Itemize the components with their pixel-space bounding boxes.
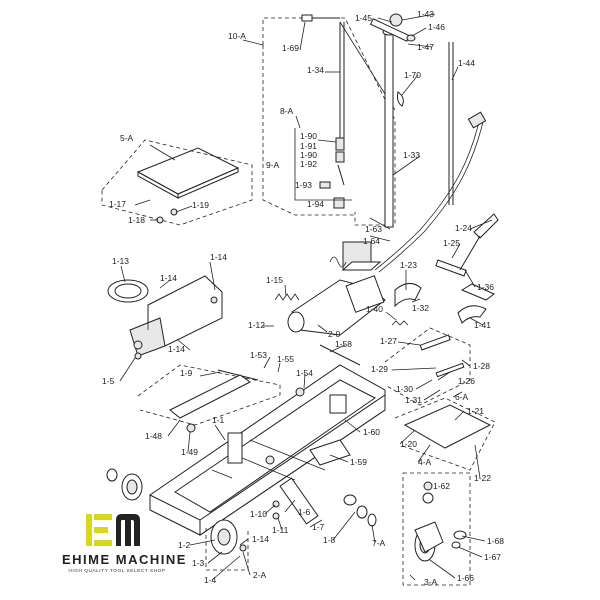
part-label: 1-66	[457, 573, 474, 583]
part-label: 1-92	[300, 159, 317, 169]
part-label: 1-24	[455, 223, 472, 233]
part-label: 1-55	[277, 354, 294, 364]
part-label: 1-25	[443, 238, 460, 248]
part-label: 7-A	[372, 538, 386, 548]
part-label: 1-47	[417, 42, 434, 52]
part-label: 1-19	[192, 200, 209, 210]
part-label: 6-A	[455, 392, 469, 402]
part-label: 1-53	[250, 350, 267, 360]
part-label: 1-4	[204, 575, 217, 585]
part-label: 3-A	[424, 577, 438, 587]
part-label: 1-10	[250, 509, 267, 519]
part-label: 1-44	[458, 58, 475, 68]
part-label: 1-18	[128, 215, 145, 225]
part-label: 1-1	[212, 415, 225, 425]
part-label: 1-64	[363, 236, 380, 246]
part-label: 2-A	[253, 570, 267, 580]
part-label: 1-34	[307, 65, 324, 75]
part-label: 1-41	[474, 320, 491, 330]
part-label: 1-93	[295, 180, 312, 190]
part-label: 1-12	[248, 320, 265, 330]
part-label: 1-14	[252, 534, 269, 544]
part-label: 1-48	[145, 431, 162, 441]
em-logo-icon	[86, 514, 140, 546]
part-label: 1-94	[307, 199, 324, 209]
part-label: 1-69	[282, 43, 299, 53]
part-label: 1-63	[365, 224, 382, 234]
part-label: 1-70	[404, 70, 421, 80]
part-label: 1-22	[474, 473, 491, 483]
pump-unit	[274, 213, 499, 336]
part-label: 1-59	[350, 457, 367, 467]
part-label: 1-6	[298, 507, 311, 517]
part-label: 1-62	[433, 481, 450, 491]
rear-caster	[402, 472, 471, 586]
saddle-plate-group	[101, 139, 253, 226]
part-label: 1-21	[467, 406, 484, 416]
part-label: 1-27	[380, 336, 397, 346]
part-label: 1-58	[335, 339, 352, 349]
part-label: 1-49	[181, 447, 198, 457]
part-label: 1-60	[363, 427, 380, 437]
part-label: 9-A	[266, 160, 280, 170]
part-label: 1-46	[428, 22, 445, 32]
part-label: 1-3	[192, 558, 205, 568]
part-labels: 10-A 1-69 1-34 8-A 1-90 1-91 1-90 1-92 9…	[102, 9, 504, 587]
part-label: 1-2	[178, 540, 191, 550]
part-label: 1-68	[487, 536, 504, 546]
part-label: 1-67	[484, 552, 501, 562]
part-label: 1-30	[396, 384, 413, 394]
brand-name: EHIME MACHINE	[62, 552, 187, 567]
front-wheels	[106, 468, 249, 571]
part-label: 1-32	[412, 303, 429, 313]
part-label: 1-7	[312, 522, 325, 532]
part-label: 1-45	[355, 13, 372, 23]
part-label: 1-13	[112, 256, 129, 266]
part-label: 1-33	[403, 150, 420, 160]
part-label: 1-20	[400, 439, 417, 449]
part-label: 1-11	[272, 525, 289, 535]
brand-block: EHIME MACHINE HIGH QUALITY TOOL SELECT S…	[62, 512, 187, 574]
part-label: 10-A	[228, 31, 246, 41]
part-label: 1-91	[300, 141, 317, 151]
handle-tube	[369, 13, 487, 273]
part-label: 5-A	[120, 133, 134, 143]
part-label: 1-14	[168, 344, 185, 354]
lift-arm	[107, 275, 223, 360]
part-label: 1-5	[102, 376, 115, 386]
link-bars	[137, 327, 496, 471]
part-label: 2-0	[328, 329, 341, 339]
part-label: 1-31	[405, 395, 422, 405]
part-label: 1-26	[458, 376, 475, 386]
part-label: 1-17	[109, 199, 126, 209]
part-label: 1-36	[477, 282, 494, 292]
part-label: 1-54	[296, 368, 313, 378]
part-label: 1-90	[300, 150, 317, 160]
part-label: 1-8	[323, 535, 336, 545]
axle-pins	[272, 477, 377, 527]
leader-lines	[119, 13, 493, 581]
part-label: 1-9	[180, 368, 193, 378]
part-label: 4-A	[418, 457, 432, 467]
part-label: 1-23	[400, 260, 417, 270]
brand-tagline: HIGH QUALITY TOOL SELECT SHOP	[68, 569, 166, 574]
part-label: 1-40	[366, 304, 383, 314]
part-label: 1-29	[371, 364, 388, 374]
part-label: 1-28	[473, 361, 490, 371]
part-label: 1-43	[417, 9, 434, 19]
part-label: 1-14	[160, 273, 177, 283]
part-label: 1-14	[210, 252, 227, 262]
main-frame	[149, 344, 386, 536]
handle-assembly-group	[262, 14, 396, 226]
part-label: 8-A	[280, 106, 294, 116]
part-label: 1-15	[266, 275, 283, 285]
part-label: 1-90	[300, 131, 317, 141]
